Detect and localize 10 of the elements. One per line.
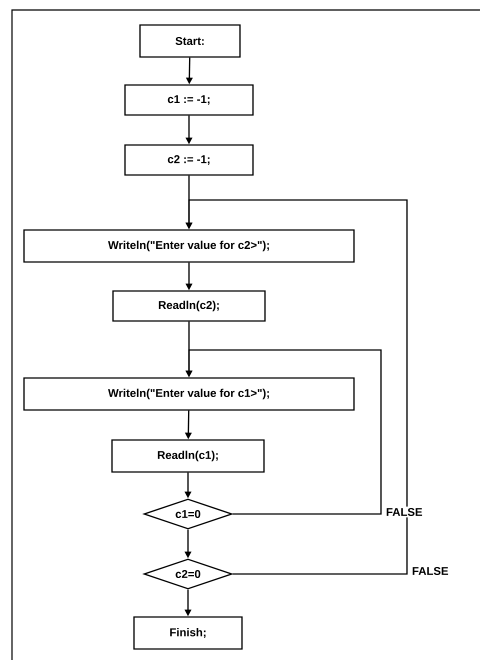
- process-box: Writeln("Enter value for c2>");: [23, 229, 355, 263]
- process-box: Finish;: [133, 616, 243, 650]
- process-box: Readln(c2);: [112, 290, 266, 322]
- process-box: c1 := -1;: [124, 84, 254, 116]
- edge-label: FALSE: [410, 566, 450, 576]
- edge-label: FALSE: [384, 506, 424, 518]
- process-box: c2 := -1;: [124, 144, 254, 176]
- process-box: Readln(c1);: [111, 439, 265, 473]
- process-box: Writeln("Enter value for c1>");: [23, 377, 355, 411]
- process-box: Start:: [139, 24, 241, 58]
